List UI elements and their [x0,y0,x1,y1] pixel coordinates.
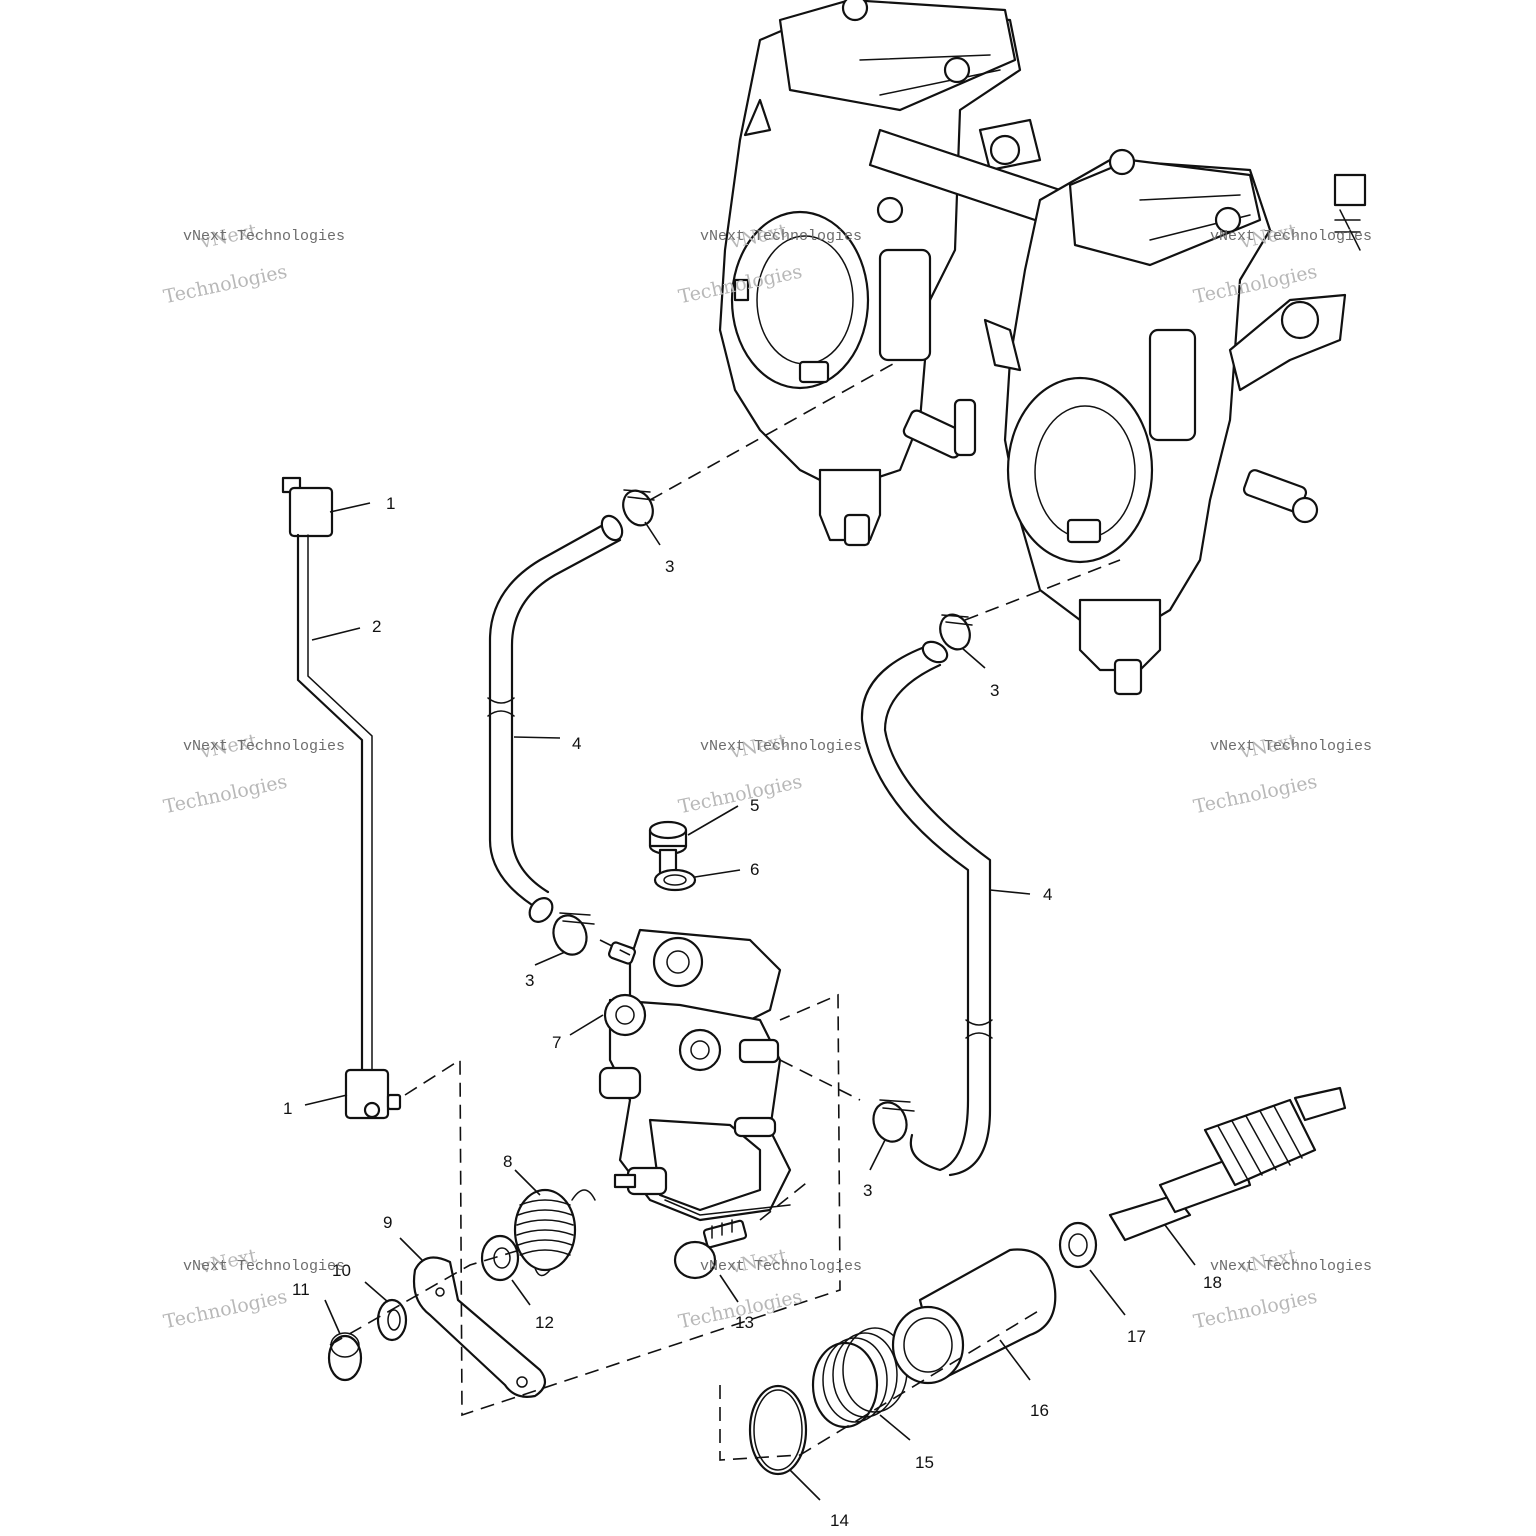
flat-washer-12 [480,1234,520,1282]
callout-4: 4 [1043,885,1052,904]
watermark-line-b: vNext Technologies [183,738,345,755]
hose-clamp-pump-outlet [872,1099,915,1143]
cable-assembly [281,476,402,1120]
banjo-bolt [648,820,688,876]
pump-lever [412,1256,547,1398]
callout-3: 3 [990,681,999,700]
watermark-line-b: vNext Technologies [183,228,345,245]
watermark-mid-center: vNext vNext Technologies Technologies [677,730,862,819]
callout-9: 9 [383,1213,392,1232]
watermark-line-b: vNext Technologies [1210,738,1372,755]
watermark-line-c: Technologies [162,1286,290,1334]
watermark-line-c: Technologies [1192,1286,1320,1334]
callout-16: 16 [1030,1401,1049,1420]
assembly-lines [329,359,1121,1461]
watermark-line-b: vNext Technologies [183,1258,345,1275]
callout-4: 4 [572,734,581,753]
callout-3: 3 [665,557,674,576]
wave-washer [376,1298,408,1342]
fuel-hose-right [860,640,993,1177]
pump-drive-shaft [1108,1086,1347,1242]
thrust-washer [1058,1221,1098,1269]
callout-3: 3 [525,971,534,990]
callout-13: 13 [735,1313,754,1332]
watermark-line-c: Technologies [677,771,805,819]
callout-8: 8 [503,1152,512,1171]
callout-3: 3 [863,1181,872,1200]
watermark-line-c: Technologies [162,771,290,819]
watermark-line-b: vNext Technologies [1210,1258,1372,1275]
callout-5: 5 [750,796,759,815]
callout-12: 12 [535,1313,554,1332]
watermark-bottom-center: vNext vNext Technologies Technologies [677,1245,862,1334]
watermark-line-b: vNext Technologies [700,1258,862,1275]
callout-11: 11 [292,1280,310,1299]
hose-clamp-top-left [622,489,655,527]
callout-6: 6 [750,860,759,879]
watermark-line-c: Technologies [162,261,290,309]
callout-17: 17 [1127,1327,1146,1346]
watermark-mid-right: vNext vNext Technologies Technologies [1192,730,1372,819]
leader-lines [304,502,1196,1501]
sealing-washer [653,868,697,892]
callout-15: 15 [915,1453,934,1472]
fuel-hose-left [487,514,624,923]
callout-10: 10 [332,1261,351,1280]
watermark-top-left: vNext vNext Technologies Technologies [162,220,345,309]
callout-18: 18 [1203,1273,1222,1292]
watermark-line-b: vNext Technologies [700,228,862,245]
callout-1: 1 [386,494,395,513]
oil-pump [598,928,792,1222]
callout-7: 7 [552,1033,561,1052]
watermark-line-c: Technologies [1192,771,1320,819]
watermark-bottom-left: vNext vNext Technologies Technologies [162,1245,345,1334]
mounting-bolt [673,1219,748,1280]
callout-labels: 1 1 2 3 3 3 3 4 4 5 6 7 8 9 10 11 12 13 … [283,494,1222,1530]
callout-1: 1 [283,1099,292,1118]
callout-2: 2 [372,617,381,636]
drive-sleeve [891,1248,1057,1385]
watermark-mid-left: vNext vNext Technologies Technologies [162,730,345,819]
callout-14: 14 [830,1511,849,1530]
watermark-line-b: vNext Technologies [1210,228,1372,245]
hose-clamp-pump-inlet [552,912,595,956]
o-ring [748,1384,808,1476]
watermark-line-b: vNext Technologies [700,738,862,755]
lock-nut [327,1332,363,1382]
hose-clamp-top-right [939,613,973,651]
return-spring [513,1188,596,1277]
carburetor-assembly [718,0,1367,696]
